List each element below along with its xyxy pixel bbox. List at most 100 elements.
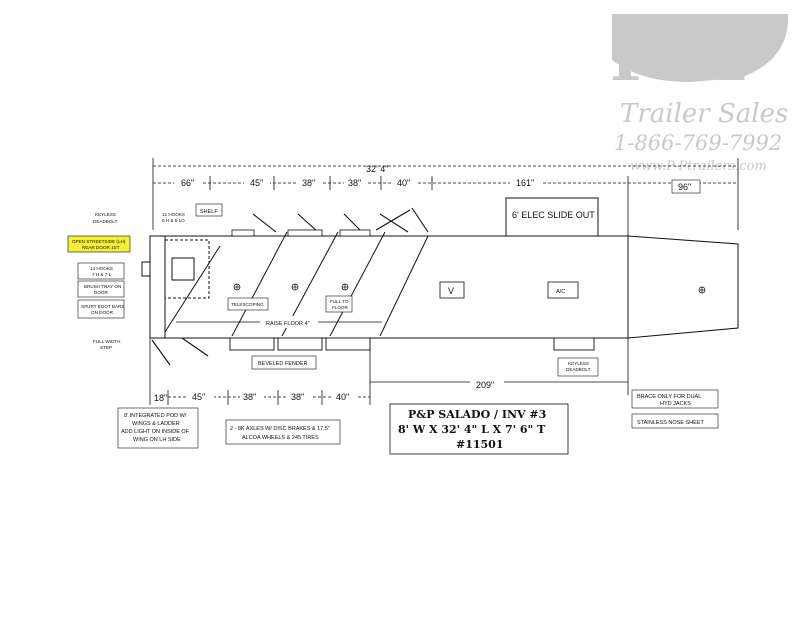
overall-length-label: 32' 4" bbox=[366, 164, 388, 174]
dim-bottom-box-5 bbox=[332, 390, 358, 402]
watermark-logo-text: P&P bbox=[610, 21, 764, 96]
shelf-box bbox=[195, 203, 223, 217]
bottom-dimension-labels: 18" 45" 38" 38" 40" 209" bbox=[154, 378, 504, 403]
dim-top-38b: 38" bbox=[348, 178, 361, 188]
ac-box bbox=[547, 281, 579, 299]
dim-bottom-209: 209" bbox=[476, 380, 494, 390]
brush-tray-line-1: BRUSH TRAY ON bbox=[84, 284, 121, 289]
integrated-pod-line-4: WING ON LH SIDE bbox=[133, 437, 181, 443]
top-windows bbox=[231, 229, 371, 237]
ac-label: A/C bbox=[556, 289, 565, 295]
stall-divider-2 bbox=[231, 231, 288, 337]
keyless-deadbolt-right-1: KEYLESS bbox=[568, 361, 589, 366]
brace-line-1: BRACE ONLY FOR DUAL bbox=[637, 394, 701, 400]
title-line-1: P&P SALADO / INV #3 bbox=[408, 408, 546, 421]
rear-door-lock bbox=[141, 261, 151, 277]
dim-top-box-4 bbox=[344, 177, 368, 189]
hooks-14-box bbox=[77, 262, 125, 280]
full-to-floor-line-1: FULL TO bbox=[330, 299, 349, 304]
shelf-label: SHELF bbox=[200, 209, 218, 215]
top-dimension-labels: 66" 45" 38" 38" 40" 161" 96" bbox=[174, 177, 701, 194]
dim-top-161: 161" bbox=[516, 178, 534, 188]
dim-bottom-38b: 38" bbox=[291, 392, 304, 402]
raise-floor-label: RAISE FLOOR 4" bbox=[266, 321, 310, 327]
open-streetside-box[interactable] bbox=[67, 235, 131, 253]
beveled-fender-box bbox=[251, 355, 317, 370]
beveled-fender-label: BEVELED FENDER bbox=[258, 361, 308, 367]
elec-slide-out-label: 6' ELEC SLIDE OUT bbox=[512, 210, 595, 220]
dim-top-45: 45" bbox=[250, 178, 263, 188]
stall-divider-1 bbox=[164, 245, 221, 333]
full-to-floor-box bbox=[325, 295, 353, 313]
full-width-step-2: STEP bbox=[100, 345, 112, 350]
integrated-pod-line-1: 8' INTEGRATED POD W/ bbox=[124, 413, 187, 419]
dim-bottom-40: 40" bbox=[336, 392, 349, 402]
open-streetside-line-1: OPEN STREETSIDE (LH) bbox=[72, 239, 126, 244]
axles-note: 2 - 8K AXLES W/ DISC BRAKES & 17.5" ALCO… bbox=[225, 419, 341, 445]
stall-divider-4 bbox=[329, 231, 386, 337]
brush-tray-line-2: DOOR bbox=[94, 290, 108, 295]
integrated-pod-line-3: ADD LIGHT ON INSIDE OF bbox=[121, 429, 190, 435]
elec-slide-out: 6' ELEC SLIDE OUT bbox=[505, 197, 599, 237]
keyless-deadbolt-left-2: DEADBOLT bbox=[93, 219, 118, 224]
dim-top-box-3 bbox=[298, 177, 322, 189]
title-block: P&P SALADO / INV #3 8' W X 32' 4" L X 7'… bbox=[389, 403, 569, 455]
dim-top-40: 40" bbox=[397, 178, 410, 188]
spurt-boot-line-2: ON DOOR bbox=[91, 310, 114, 315]
keyless-deadbolt-right-2: DEADBOLT bbox=[566, 367, 591, 372]
fixture-symbols bbox=[233, 283, 706, 294]
dim-bottom-38a: 38" bbox=[243, 392, 256, 402]
hooks-14-line-1: 14 HOOKS bbox=[90, 266, 113, 271]
hooks-12-line-2: 6 H & 6 LO bbox=[162, 218, 185, 223]
dim-bottom-box-4 bbox=[288, 390, 312, 402]
watermark-website-text: www.P-Ptrailers.com bbox=[630, 159, 767, 174]
saddle-rack bbox=[171, 257, 195, 281]
keyless-deadbolt-right-box bbox=[557, 357, 599, 377]
title-line-2: 8' W X 32' 4" L X 7' 6" T bbox=[398, 423, 546, 436]
dim-top-box-6 bbox=[510, 177, 542, 189]
left-callouts: KEYLESS DEADBOLT 12 HOOKS 6 H & 6 LO SHE… bbox=[67, 203, 223, 350]
integrated-pod-note: 8' INTEGRATED POD W/ WINGS & LADDER ADD … bbox=[117, 407, 199, 449]
telescoping-label: TELESCOPING bbox=[231, 302, 264, 307]
vent-box bbox=[439, 281, 465, 299]
vent-label: V bbox=[448, 286, 454, 296]
brace-note: BRACE ONLY FOR DUAL HYD JACKS bbox=[631, 389, 719, 409]
stainless-nose-label: STAINLESS NOSE SHEET bbox=[637, 420, 704, 426]
fenders bbox=[229, 337, 595, 351]
tack-area-outline bbox=[164, 239, 210, 299]
hooks-12-line-1: 12 HOOKS bbox=[162, 212, 185, 217]
overall-dimension bbox=[152, 158, 739, 230]
integrated-pod-line-2: WINGS & LADDER bbox=[132, 421, 180, 427]
title-line-3: #11501 bbox=[456, 438, 504, 451]
raise-floor-wall bbox=[379, 235, 429, 337]
watermark-logo: P&P Trailer Sales 1-866-769-7992 www.P-P… bbox=[610, 14, 788, 174]
axles-line-1: 2 - 8K AXLES W/ DISC BRAKES & 17.5" bbox=[230, 426, 330, 432]
brush-tray-box bbox=[77, 280, 125, 298]
raise-floor-box bbox=[260, 316, 318, 328]
dim-top-box-7 bbox=[671, 179, 701, 194]
full-width-step-1: FULL WIDTH bbox=[93, 339, 120, 344]
keyless-deadbolt-left-1: KEYLESS bbox=[95, 212, 116, 217]
hooks-14-line-2: 7 H & 7 L bbox=[92, 272, 112, 277]
axles-line-2: ALCOA WHEELS & 245 TIRES bbox=[242, 435, 319, 441]
telescoping-box bbox=[227, 297, 269, 311]
open-streetside-line-2: REAR DOOR 1ST bbox=[82, 245, 120, 250]
dim-bottom-box-3 bbox=[240, 390, 264, 402]
door-swing-lines bbox=[151, 207, 429, 366]
full-to-floor-line-2: FLOOR bbox=[332, 305, 349, 310]
watermark-shield-shape bbox=[612, 14, 789, 82]
dim-top-box-1 bbox=[174, 177, 202, 189]
spurt-boot-line-1: SPURT BOOT BARS bbox=[81, 304, 124, 309]
dim-top-38a: 38" bbox=[302, 178, 315, 188]
dim-top-box-2 bbox=[244, 177, 270, 189]
dim-bottom-box-2 bbox=[188, 390, 214, 402]
hooks-12-box bbox=[158, 210, 194, 224]
dim-bottom-45: 45" bbox=[192, 392, 205, 402]
dim-top-66: 66" bbox=[181, 178, 194, 188]
watermark-name-text: Trailer Sales bbox=[620, 99, 788, 129]
dim-bottom-18: 18" bbox=[154, 393, 167, 403]
brace-line-2: HYD JACKS bbox=[660, 401, 691, 407]
spurt-boot-box bbox=[77, 299, 125, 319]
stainless-nose-note: STAINLESS NOSE SHEET bbox=[631, 413, 719, 429]
